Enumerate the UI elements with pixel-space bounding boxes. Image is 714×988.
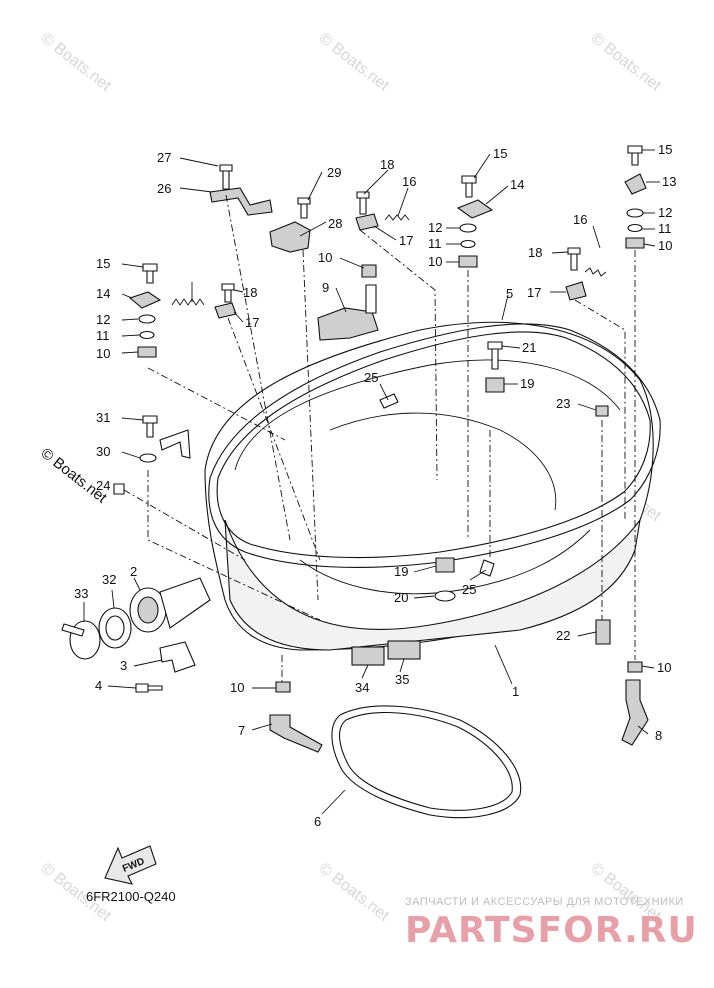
callout-10: 10 <box>96 346 110 361</box>
callout-7: 7 <box>238 723 245 738</box>
callout-13: 13 <box>662 174 676 189</box>
callout-12: 12 <box>96 312 110 327</box>
assembly-lines <box>123 194 636 682</box>
callout-25: 25 <box>364 370 378 385</box>
top-seal <box>208 323 661 568</box>
label-35 <box>387 640 421 660</box>
callout-22: 22 <box>556 628 570 643</box>
callout-11: 11 <box>96 328 110 343</box>
callout-15: 15 <box>493 146 507 161</box>
callout-10: 10 <box>318 250 332 265</box>
callout-10: 10 <box>230 680 244 695</box>
callout-27: 27 <box>157 150 171 165</box>
callout-6: 6 <box>314 814 321 829</box>
callout-2: 2 <box>130 564 137 579</box>
callout-12: 12 <box>658 205 672 220</box>
callout-18: 18 <box>528 245 542 260</box>
hose-fitting <box>61 577 211 660</box>
callout-21: 21 <box>522 340 536 355</box>
callout-30: 30 <box>96 444 110 459</box>
leader-lines <box>83 149 660 815</box>
callout-17: 17 <box>245 315 259 330</box>
watermark: © Boats.net <box>588 30 665 95</box>
callout-17: 17 <box>399 233 413 248</box>
callout-10: 10 <box>658 238 672 253</box>
callout-16: 16 <box>402 174 416 189</box>
callout-23: 23 <box>556 396 570 411</box>
watermark: © Boats.net <box>316 30 393 95</box>
callout-9: 9 <box>322 280 329 295</box>
callout-16: 16 <box>573 212 587 227</box>
shop-logo: PARTSFOR.RU <box>405 910 698 951</box>
callout-35: 35 <box>395 672 409 687</box>
callout-28: 28 <box>328 216 342 231</box>
callout-1: 1 <box>512 684 519 699</box>
bottom-gasket <box>331 705 522 819</box>
callout-31: 31 <box>96 410 110 425</box>
watermark: © Boats.net <box>316 860 393 925</box>
callout-26: 26 <box>157 181 171 196</box>
fwd-arrow: FWD <box>104 845 157 885</box>
callout-15: 15 <box>658 142 672 157</box>
callout-11: 11 <box>428 236 442 251</box>
callout-34: 34 <box>355 680 369 695</box>
callout-10: 10 <box>428 254 442 269</box>
callout-14: 14 <box>96 286 110 301</box>
callout-15: 15 <box>96 256 110 271</box>
callout-5: 5 <box>506 286 513 301</box>
drawing-code: 6FR2100-Q240 <box>86 889 176 904</box>
callout-17: 17 <box>527 285 541 300</box>
callout-18: 18 <box>380 157 394 172</box>
shop-tagline: ЗАПЧАСТИ И АКСЕССУАРЫ ДЛЯ МОТОТЕХНИКИ <box>405 896 684 908</box>
callout-4: 4 <box>95 678 102 693</box>
callout-24: 24 <box>96 478 110 493</box>
watermark: © Boats.net <box>38 30 115 95</box>
callout-14: 14 <box>510 177 524 192</box>
callout-25: 25 <box>462 582 476 597</box>
shop-branding: ЗАПЧАСТИ И АКСЕССУАРЫ ДЛЯ МОТОТЕХНИКИ PA… <box>405 896 698 951</box>
callout-32: 32 <box>102 572 116 587</box>
callout-19: 19 <box>520 376 534 391</box>
callout-20: 20 <box>394 590 408 605</box>
callout-19: 19 <box>394 564 408 579</box>
callout-11: 11 <box>658 221 672 236</box>
callout-12: 12 <box>428 220 442 235</box>
callout-8: 8 <box>655 728 662 743</box>
callouts: 27 26 29 28 18 16 17 15 14 12 11 10 15 1… <box>74 142 676 829</box>
callout-29: 29 <box>327 165 341 180</box>
label-34 <box>351 646 385 666</box>
bottom-cowling <box>204 321 654 666</box>
callout-18: 18 <box>243 285 257 300</box>
callout-3: 3 <box>120 658 127 673</box>
callout-10: 10 <box>657 660 671 675</box>
callout-33: 33 <box>74 586 88 601</box>
